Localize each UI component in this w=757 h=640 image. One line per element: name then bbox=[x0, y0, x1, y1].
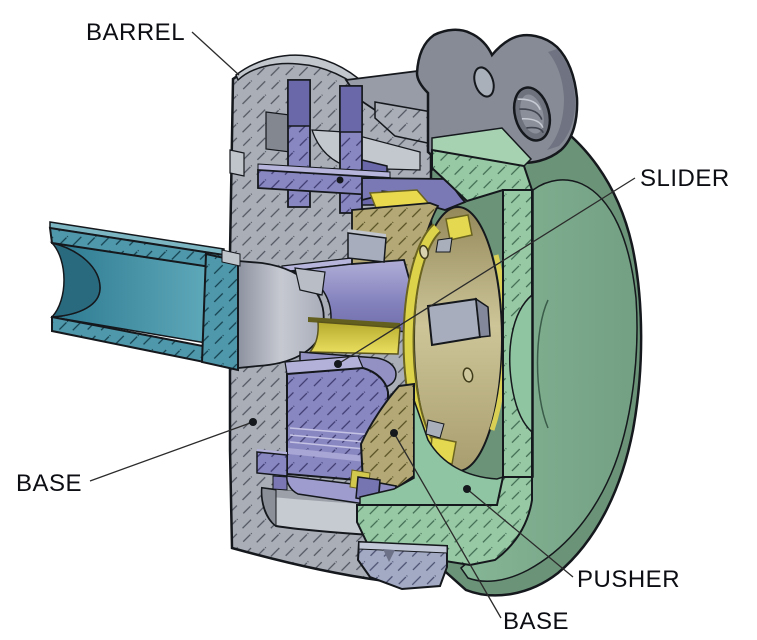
flange-top-face bbox=[358, 541, 448, 554]
leader-dot-slider bbox=[334, 360, 342, 368]
bore-shadow-strip bbox=[308, 317, 400, 328]
shaft-part bbox=[48, 221, 241, 372]
slider-notch-bottom bbox=[425, 419, 445, 439]
slider-part bbox=[347, 189, 508, 472]
leader-dot-base-left bbox=[249, 418, 257, 426]
slider-shoe bbox=[426, 297, 482, 347]
purple-dowel-dot bbox=[336, 176, 344, 184]
pusher-top-section bbox=[431, 148, 534, 203]
barrel-interior-curve bbox=[311, 129, 421, 171]
slider-hole-top bbox=[419, 244, 429, 260]
leader-line-pusher bbox=[466, 488, 574, 578]
barrel-window-dark bbox=[265, 111, 291, 153]
lug-small-hole bbox=[473, 66, 495, 98]
slider-left-shoe bbox=[348, 229, 386, 238]
slider-notch-top bbox=[435, 237, 453, 253]
slider-shoe-side bbox=[475, 297, 491, 338]
callout-barrel: BARREL bbox=[86, 19, 240, 76]
slider-hole-bottom bbox=[462, 367, 474, 383]
label-base-bottom: BASE bbox=[503, 608, 569, 635]
callout-pusher: PUSHER bbox=[463, 485, 680, 593]
leader-line-base-bottom bbox=[393, 432, 502, 619]
label-pusher: PUSHER bbox=[577, 566, 680, 593]
barrel-left-notch bbox=[229, 149, 245, 177]
label-base-left: BASE bbox=[16, 470, 82, 497]
flange-notch bbox=[383, 549, 395, 562]
leader-line-base-left bbox=[89, 421, 254, 482]
callout-base-left: BASE bbox=[16, 418, 257, 497]
purple-top-assembly bbox=[257, 79, 467, 214]
leader-dot-pusher bbox=[463, 485, 471, 493]
bore-yellow bbox=[308, 321, 401, 355]
callout-slider: SLIDER bbox=[334, 165, 730, 368]
leader-line-barrel bbox=[191, 31, 240, 76]
leader-dot-base-bottom bbox=[390, 429, 398, 437]
shaft-end-section bbox=[200, 252, 239, 372]
label-slider: SLIDER bbox=[640, 165, 730, 192]
purple-pin-step bbox=[272, 475, 288, 491]
lug-threaded-hole bbox=[512, 86, 552, 142]
pusher-bulge-face bbox=[509, 293, 533, 434]
slider-slot-tab-top bbox=[445, 214, 473, 241]
plug-step-notch bbox=[294, 267, 326, 296]
pusher-lower-face bbox=[359, 399, 505, 506]
purple-bar-right-top bbox=[339, 85, 363, 133]
lug-hatch-patch bbox=[374, 101, 433, 145]
slider-left-shoe-body bbox=[347, 232, 387, 263]
annotations: BARREL SLIDER BASE PUSHER BASE bbox=[16, 19, 730, 635]
barrel-pocket-fillet bbox=[261, 487, 277, 528]
callout-base-bottom: BASE bbox=[390, 429, 569, 635]
housing-lug bbox=[344, 28, 579, 169]
purple-bar-left-top bbox=[287, 79, 311, 127]
lug-shading bbox=[547, 49, 576, 150]
purple-pin bbox=[256, 451, 288, 477]
flange-part bbox=[356, 540, 448, 591]
pusher-dome-face bbox=[459, 179, 638, 583]
shaft-inner-crescent bbox=[49, 241, 101, 318]
shaft-collar-notch bbox=[221, 249, 241, 267]
leader-line-slider bbox=[337, 177, 636, 365]
pusher-step-arc-line bbox=[536, 299, 549, 429]
label-barrel: BARREL bbox=[86, 19, 185, 46]
